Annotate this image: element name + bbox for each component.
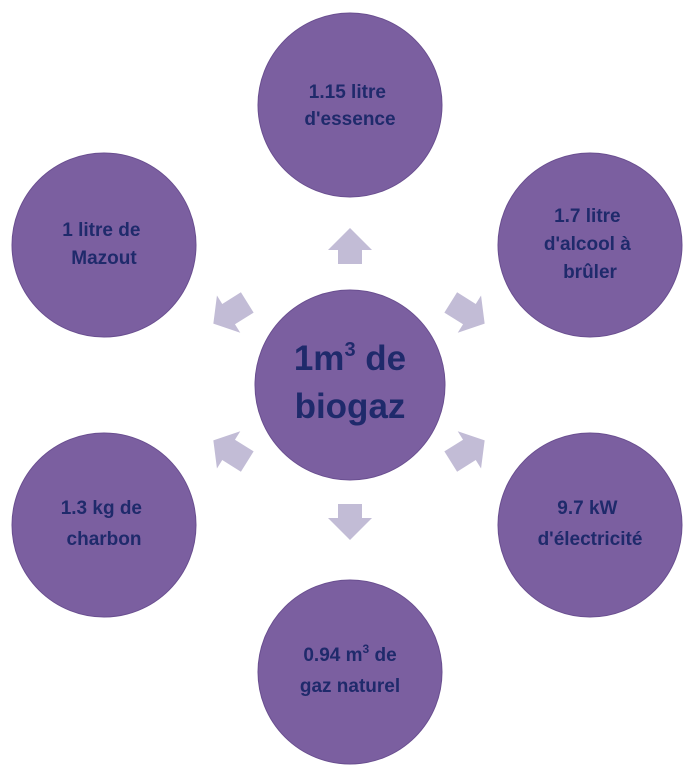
node-gaz-naturel: 0.94 m3 de gaz naturel [257, 579, 443, 765]
svg-text:1.3 kg de charbon: 1.3 kg de charbon [61, 498, 148, 550]
svg-text:1.7 litre d'alcool à: 1.7 litre d'alcool à brûler [544, 206, 636, 283]
node-alcool: 1.7 litre d'alcool à brûler [497, 152, 683, 338]
center-line-2: biogaz [295, 387, 406, 426]
node-essence: 1.15 litre d'essence [257, 12, 443, 198]
svg-text:1.15 litre d'essence: 1.15 litre d'essence [304, 82, 395, 130]
arrow-lower-right [444, 431, 485, 472]
node-essence-line-2: d'essence [304, 109, 395, 130]
node-mazout: 1 litre de Mazout [11, 152, 197, 338]
svg-text:9.7 kW d'électricité: 9.7 kW d'électricité [538, 498, 643, 550]
svg-text:1 litre de Mazout: 1 litre de Mazout [62, 220, 145, 269]
node-charbon-line-2: charbon [67, 529, 142, 550]
node-mazout-line-2: Mazout [71, 248, 137, 269]
node-alcool-line-1: 1.7 litre [554, 206, 621, 227]
arrow-upper-left [213, 292, 254, 333]
node-electricite-line-2: d'électricité [538, 529, 643, 550]
arrow-upper-right [444, 292, 485, 333]
arrows [213, 228, 485, 540]
node-electricite: 9.7 kW d'électricité [497, 432, 683, 618]
arrow-lower-left [213, 431, 254, 472]
center-line-1: 1m3 de [294, 339, 406, 378]
node-essence-line-1: 1.15 litre [309, 82, 386, 103]
node-alcool-line-3: brûler [563, 262, 617, 283]
center-node: 1m3 de biogaz [254, 289, 446, 481]
arrow-down [325, 504, 375, 540]
arrow-up [325, 228, 375, 264]
node-gaz-naturel-line-1: 0.94 m3 de [303, 642, 396, 666]
node-mazout-line-1: 1 litre de [62, 220, 140, 241]
node-charbon: 1.3 kg de charbon [11, 432, 197, 618]
node-gaz-naturel-line-2: gaz naturel [300, 676, 400, 697]
node-electricite-line-1: 9.7 kW [557, 498, 617, 519]
node-alcool-line-2: d'alcool à [544, 234, 631, 255]
node-charbon-line-1: 1.3 kg de [61, 498, 142, 519]
